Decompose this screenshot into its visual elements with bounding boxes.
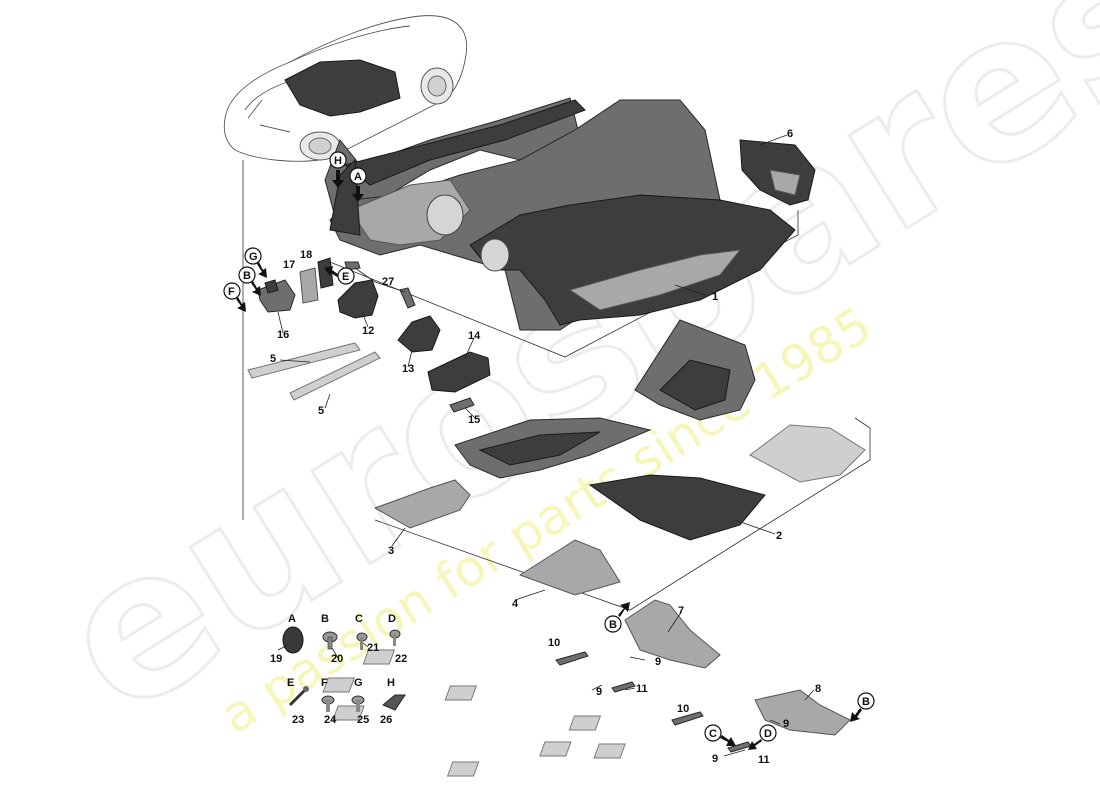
svg-text:D: D	[764, 728, 772, 740]
svg-text:G: G	[249, 251, 258, 263]
callout-18: 18	[300, 249, 312, 261]
fastener-letter-b: B	[321, 613, 329, 625]
part-12-cover	[337, 279, 379, 319]
callout-9b: 9	[596, 686, 602, 698]
callout-21: 21	[367, 642, 379, 654]
part-3-4-panels	[373, 479, 621, 596]
part-17-pad	[299, 267, 319, 304]
part-27-clip	[399, 287, 416, 309]
callout-22: 22	[395, 653, 407, 665]
fastener-23-bolt	[288, 686, 309, 707]
callout-25: 25	[357, 714, 369, 726]
svg-text:B: B	[862, 696, 870, 708]
ref-marker-g: G	[244, 247, 267, 278]
fastener-letter-a: A	[288, 613, 296, 625]
part-11-clip-a	[611, 681, 636, 693]
fasteners	[282, 626, 406, 712]
ref-marker-b-bracket7: B	[604, 602, 630, 633]
fastener-letter-d: D	[388, 613, 396, 625]
part-10-clip-a	[555, 651, 589, 666]
callout-17: 17	[283, 259, 295, 271]
fastener-letter-c: C	[355, 613, 363, 625]
part-10-clip-b	[671, 711, 704, 726]
callout-5a: 5	[270, 353, 276, 365]
svg-text:C: C	[709, 728, 717, 740]
callout-6: 6	[787, 128, 793, 140]
callout-10b: 10	[677, 703, 689, 715]
part-7-bracket	[624, 599, 721, 669]
callout-9d: 9	[712, 753, 718, 765]
callout-14: 14	[468, 330, 481, 342]
callout-24: 24	[324, 714, 337, 726]
fastener-19-clip	[282, 626, 304, 654]
callout-13: 13	[402, 363, 414, 375]
part-9-clips	[322, 649, 626, 777]
callout-15: 15	[468, 414, 480, 426]
fastener-letter-h: H	[387, 677, 395, 689]
callout-16: 16	[277, 329, 289, 341]
callout-3: 3	[388, 545, 394, 557]
callout-10a: 10	[548, 637, 560, 649]
ref-marker-h: H	[329, 151, 347, 188]
fastener-21-screw	[356, 632, 368, 650]
part-6-panel	[739, 139, 816, 206]
callout-26: 26	[380, 714, 392, 726]
callout-2: 2	[776, 530, 782, 542]
svg-text:B: B	[243, 270, 251, 282]
circled-references: H A G B F E B	[223, 151, 875, 750]
part-1-bulkhead-insulation	[324, 97, 796, 331]
callout-23: 23	[292, 714, 304, 726]
svg-text:F: F	[228, 286, 235, 298]
ref-marker-f: F	[223, 282, 246, 312]
part-18-pad	[317, 257, 334, 289]
callout-4: 4	[512, 598, 519, 610]
callout-1: 1	[712, 291, 718, 303]
fastener-letters: A B C D E F G H	[287, 613, 396, 689]
part-14-15	[427, 351, 491, 413]
fastener-24-clip	[321, 695, 335, 712]
callout-12: 12	[362, 325, 374, 337]
ref-marker-e: E	[324, 266, 355, 285]
callout-5b: 5	[318, 405, 324, 417]
svg-text:H: H	[334, 155, 342, 167]
callout-11b: 11	[758, 754, 770, 766]
ref-marker-c: C	[704, 724, 736, 746]
svg-text:E: E	[342, 271, 349, 283]
callout-9c: 9	[783, 718, 789, 730]
part-13-cover	[397, 315, 441, 353]
fastener-letter-f: F	[321, 677, 328, 689]
fastener-20-pushpin	[322, 631, 338, 650]
leader-lines	[277, 134, 815, 757]
svg-text:B: B	[609, 619, 617, 631]
part-5-strips	[247, 342, 381, 401]
fastener-26-clip	[382, 694, 406, 711]
callout-9a: 9	[655, 656, 661, 668]
callout-19: 19	[270, 653, 282, 665]
callout-7: 7	[678, 605, 684, 617]
callout-numbers: 1 2 3 4 5 5 6 7 8 9 9 9 9 10 10 11 11 12…	[270, 128, 821, 766]
callout-27: 27	[382, 276, 394, 288]
fastener-22-screw	[389, 629, 401, 646]
fastener-letter-e: E	[287, 677, 294, 689]
callout-20: 20	[331, 653, 343, 665]
part-16-clip	[264, 279, 279, 294]
callout-11a: 11	[636, 683, 648, 695]
svg-text:A: A	[354, 171, 362, 183]
fastener-letter-g: G	[354, 677, 363, 689]
ref-marker-b-left: B	[238, 266, 261, 296]
ref-marker-b-bracket8: B	[850, 692, 875, 722]
ref-marker-a: A	[349, 167, 367, 202]
fastener-25-clip	[351, 695, 365, 712]
part-2-floor-carpets	[454, 319, 866, 541]
callout-8: 8	[815, 683, 821, 695]
ref-marker-d: D	[748, 724, 777, 750]
